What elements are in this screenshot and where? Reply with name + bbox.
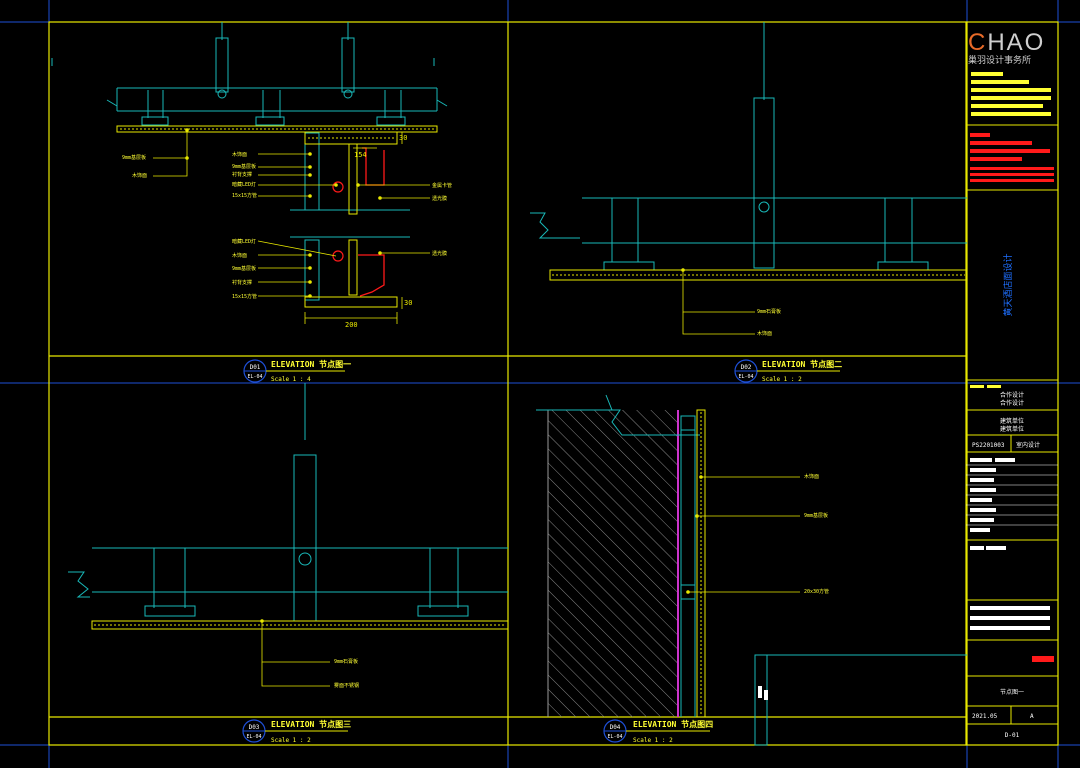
d4-sheet: EL-04: [607, 734, 622, 740]
d4-label-2: 9mm基层板: [804, 512, 828, 519]
drawing-date: 2021.05: [972, 713, 998, 720]
d1-label-9: 透光膜: [432, 195, 447, 202]
revision-mark: [1032, 656, 1054, 662]
d2-title: ELEVATION 节点图二: [762, 359, 842, 369]
d1-dim-bottom: 200: [345, 321, 358, 329]
d1-label-13: 衬背支撑: [232, 279, 252, 286]
project-code: PS2201003: [972, 442, 1005, 449]
brand-logo: CHAO: [968, 29, 1045, 56]
d1-label-3: 木饰面: [232, 151, 247, 158]
d1-label-10: 暗藏LED灯: [232, 238, 256, 245]
detail-2-drawing[interactable]: 9mm石膏板 木饰面: [530, 22, 968, 337]
d2-sheet: EL-04: [738, 374, 753, 380]
drawing-name: 节点图一: [1000, 688, 1024, 696]
d4-label-1: 木饰面: [804, 473, 819, 480]
design-partner-2: 合作设计: [1000, 399, 1024, 407]
d2-label-2: 木饰面: [757, 330, 772, 337]
d1-dim-top: 30: [399, 134, 407, 142]
design-partner: 合作设计: [1000, 391, 1024, 399]
d3-scale: Scale 1 : 2: [271, 737, 311, 744]
d4-label-3: 20x30方管: [804, 588, 829, 595]
d3-title: ELEVATION 节点图三: [271, 719, 351, 729]
d1-label-7: 15x15方管: [232, 192, 257, 199]
build-unit: 建筑单位: [1000, 417, 1024, 425]
detail-4-title[interactable]: D04 EL-04 ELEVATION 节点图四 Scale 1 : 2: [603, 719, 713, 744]
detail-3-title[interactable]: D03 EL-04 ELEVATION 节点图三 Scale 1 : 2: [242, 719, 351, 744]
project-name: 黄天酒店面设计: [1002, 253, 1014, 316]
d1-title: ELEVATION 节点图一: [271, 359, 351, 369]
d1-label-2: 木饰面: [132, 172, 147, 179]
detail-2-title[interactable]: D02 EL-04 ELEVATION 节点图二 Scale 1 : 2: [734, 359, 842, 383]
d4-title: ELEVATION 节点图四: [633, 719, 713, 729]
d2-label-1: 9mm石膏板: [757, 308, 781, 315]
firm-info-bars: [971, 72, 1051, 116]
d1-scale: Scale 1 : 4: [271, 376, 311, 383]
d3-tag: D03: [249, 724, 260, 731]
d1-label-4: 9mm基层板: [232, 163, 256, 170]
sheet-frame: [48, 21, 1059, 746]
approval-rows: [970, 458, 1050, 630]
d3-label-1: 9mm石膏板: [334, 658, 358, 665]
title-block[interactable]: CHAO 巢羽设计事务所 黄天酒店面设计 合作设计 合作设计 建筑单位 建筑单位…: [966, 29, 1058, 739]
sheet-number: D-01: [1005, 732, 1020, 739]
detail-3-drawing[interactable]: 9mm石膏板 雾面不锈钢: [68, 383, 509, 689]
d1-label-1: 9mm基层板: [122, 154, 146, 161]
d3-sheet: EL-04: [246, 734, 261, 740]
d3-label-2: 雾面不锈钢: [334, 682, 359, 689]
d4-scale: Scale 1 : 2: [633, 737, 673, 744]
d1-label-8: 金属卡管: [432, 182, 452, 189]
disclaimer-bars: [970, 133, 1054, 182]
approval-grid: [966, 464, 1058, 526]
drawing-rev: A: [1030, 713, 1034, 720]
d1-label-6: 暗藏LED灯: [232, 181, 256, 188]
d1-dim-width: 154: [354, 151, 367, 159]
d1-label-12: 9mm基层板: [232, 265, 256, 272]
detail-4-drawing[interactable]: 木饰面 9mm基层板 20x30方管: [536, 394, 967, 746]
detail-1-title[interactable]: D01 EL-04 ELEVATION 节点图一 Scale 1 : 4: [243, 359, 351, 383]
detail-1-drawing[interactable]: 9mm基层板 木饰面 木饰面 9mm基层板 衬背支撑 暗藏LED灯 15x15方…: [51, 22, 452, 329]
d1-label-14: 15x15方管: [232, 293, 257, 300]
build-unit-2: 建筑单位: [1000, 425, 1024, 433]
discipline: 室内设计: [1016, 441, 1040, 449]
d1-sheet: EL-04: [247, 374, 262, 380]
d2-scale: Scale 1 : 2: [762, 376, 802, 383]
d1-label-15: 透光膜: [432, 250, 447, 257]
d1-dim-side: 30: [404, 299, 412, 307]
d1-label-11: 木饰面: [232, 252, 247, 259]
d2-tag: D02: [741, 364, 752, 371]
partner-bars: [970, 385, 1001, 388]
brand-subtitle: 巢羽设计事务所: [968, 54, 1031, 66]
d4-tag: D04: [610, 724, 621, 731]
d1-label-5: 衬背支撑: [232, 171, 252, 178]
d1-tag: D01: [250, 364, 261, 371]
